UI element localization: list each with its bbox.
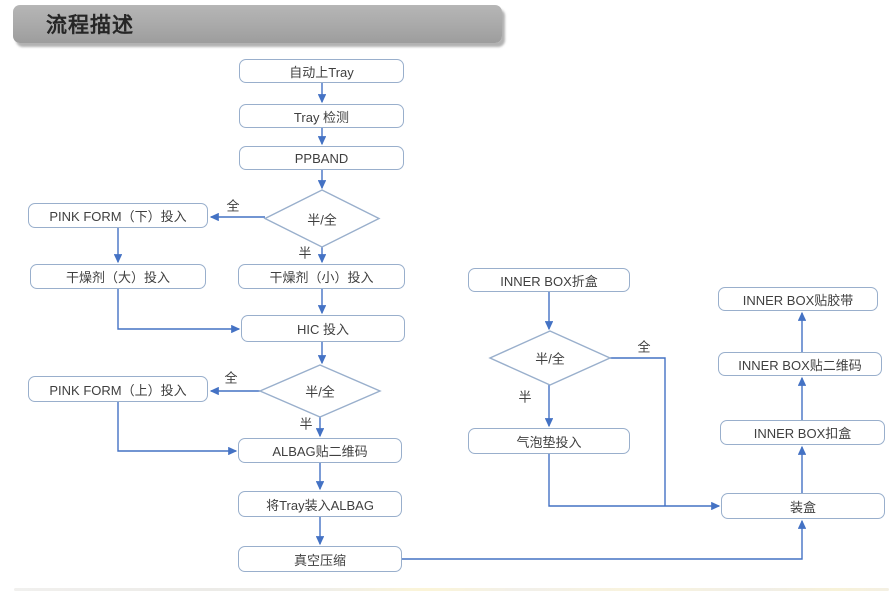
node-auto-load-tray: 自动上Tray	[239, 59, 404, 83]
node-pack-box: 装盒	[721, 493, 885, 519]
edge-vacuum-to-packbox	[402, 519, 807, 560]
node-decision-half-full-1-label: 半/全	[307, 212, 337, 227]
node-desiccant-small: 干燥剂（小）投入	[238, 264, 405, 289]
decision2-half-label: 半	[299, 416, 313, 432]
decision1-half-label: 半	[298, 245, 312, 261]
node-desiccant-large: 干燥剂（大）投入	[30, 264, 206, 289]
decision1-full-label: 全	[226, 198, 240, 214]
node-decision-half-full-3-shape	[488, 330, 612, 386]
decision3-full-label: 全	[637, 339, 651, 355]
edge-bubblepad-to-packbox	[548, 454, 721, 511]
decision2-full-label: 全	[224, 370, 238, 386]
node-tray-inspect: Tray 检测	[239, 104, 404, 128]
node-pink-form-lower: PINK FORM（下）投入	[28, 203, 208, 228]
node-bubble-pad-insert: 气泡垫投入	[468, 428, 630, 454]
node-ppband: PPBAND	[239, 146, 404, 170]
node-decision-half-full-2-label: 半/全	[305, 384, 335, 400]
edge-desiccantlarge-to-hic	[117, 289, 241, 334]
decision3-half-label: 半	[518, 389, 532, 405]
bottom-divider-line	[14, 588, 889, 591]
node-decision-half-full-3-label: 半/全	[535, 351, 565, 367]
node-decision-half-full-1-shape	[263, 189, 381, 248]
node-inner-box-qr: INNER BOX贴二维码	[718, 352, 882, 376]
node-albag-qr: ALBAG贴二维码	[238, 438, 402, 463]
node-inner-box-lock: INNER BOX扣盒	[720, 420, 885, 445]
node-tray-into-albag: 将Tray装入ALBAG	[238, 491, 402, 517]
node-hic-insert: HIC 投入	[241, 315, 405, 342]
node-inner-box-tape: INNER BOX贴胶带	[718, 287, 878, 311]
edge-pinkformupper-to-albagqr	[117, 402, 238, 456]
page-title-banner: 流程描述	[13, 5, 502, 43]
edge-decision3-full-branch	[610, 357, 666, 506]
node-vacuum-compress: 真空压缩	[238, 546, 402, 572]
node-pink-form-upper: PINK FORM（上）投入	[28, 376, 208, 402]
node-inner-box-fold: INNER BOX折盒	[468, 268, 630, 292]
page-title: 流程描述	[46, 14, 134, 37]
node-decision-half-full-2-shape	[258, 364, 382, 418]
